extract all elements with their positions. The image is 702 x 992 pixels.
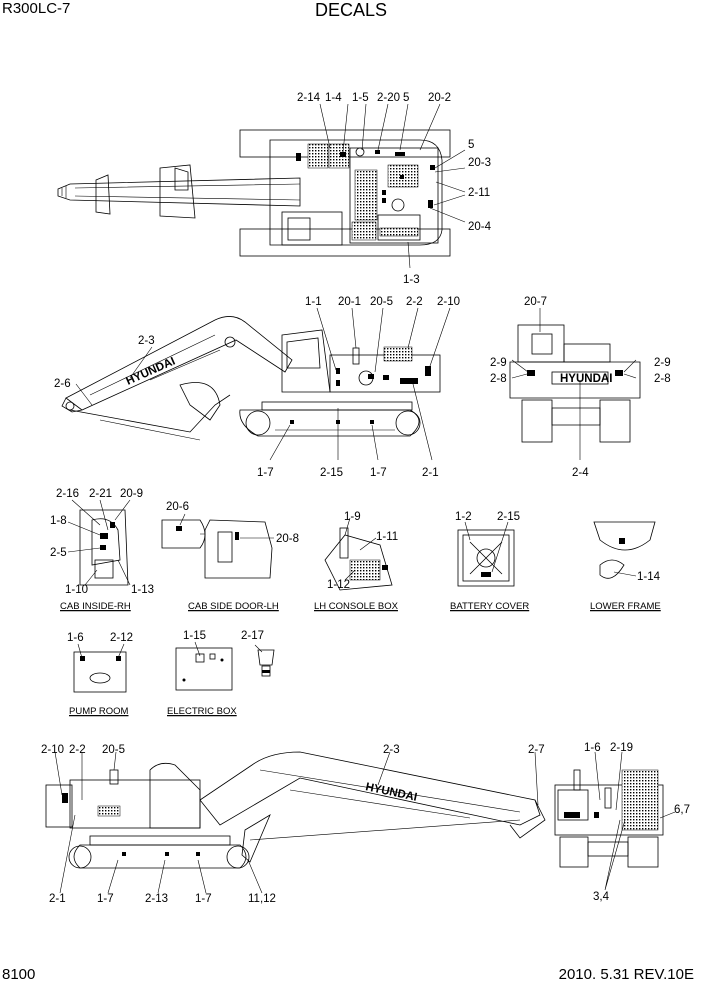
callout-top-view-3: 2-20: [377, 92, 400, 104]
callout-electric-box-0: 1-15: [183, 630, 206, 642]
callout-left-side-view-8: 2-15: [320, 467, 343, 479]
callout-top-view-7: 20-3: [468, 157, 491, 169]
callout-left-side-view-7: 1-7: [257, 467, 274, 479]
callout-front-view-3: 3,4: [593, 891, 610, 903]
callout-left-side-view-1: 20-1: [338, 296, 361, 308]
top-view: [57, 103, 466, 269]
callout-rear-view-4: 2-8: [654, 373, 671, 385]
callout-left-side-view-0: 1-1: [305, 296, 322, 308]
callout-right-side-view-2: 20-5: [102, 744, 125, 756]
lh-console-detail: [324, 517, 393, 591]
callout-right-side-view-5: 2-1: [49, 893, 66, 905]
callout-left-side-view-4: 2-10: [437, 296, 460, 308]
callout-front-view-2: 6,7: [674, 804, 690, 816]
callout-right-side-view-8: 1-7: [195, 893, 212, 905]
callout-cab-inside-rh-0: 2-16: [56, 488, 79, 500]
callout-right-side-view-6: 1-7: [97, 893, 114, 905]
callout-front-view-0: 1-6: [584, 742, 601, 754]
callout-top-view-0: 2-14: [297, 92, 321, 104]
rear-brand-text: HYUNDAI: [560, 373, 612, 385]
callout-left-side-view-3: 2-2: [406, 296, 423, 308]
callout-left-side-view-2: 20-5: [370, 296, 393, 308]
callout-rear-view-2: 2-9: [654, 357, 671, 369]
callout-cab-side-door-lh-0: 20-6: [166, 501, 189, 513]
front-view: [554, 751, 676, 891]
section-caption-cab-side-door-lh: CAB SIDE DOOR-LH: [188, 601, 279, 612]
callout-rear-view-5: 2-4: [572, 467, 589, 479]
section-caption-battery-cover: BATTERY COVER: [450, 601, 529, 612]
callout-pump-room-1: 2-12: [110, 632, 133, 644]
callout-cab-inside-rh-4: 2-5: [50, 547, 67, 559]
section-caption-lower-frame: LOWER FRAME: [590, 601, 661, 612]
cab-side-door-detail: [161, 513, 274, 579]
callout-lower-frame-0: 1-14: [637, 571, 661, 583]
right-side-view: [45, 751, 546, 894]
callout-lh-console-box-0: 1-9: [344, 511, 361, 523]
callout-rear-view-0: 20-7: [524, 296, 547, 308]
callout-left-side-view-5: 2-3: [138, 335, 155, 347]
battery-cover-detail: [457, 521, 515, 587]
callout-lh-console-box-1: 1-11: [376, 531, 398, 543]
callout-top-view-5: 20-2: [428, 92, 451, 104]
callout-cab-inside-rh-1: 2-21: [89, 488, 112, 500]
electric-box-detail: [175, 641, 275, 691]
callout-left-side-view-6: 2-6: [54, 378, 71, 390]
section-caption-electric-box: ELECTRIC BOX: [167, 706, 237, 717]
section-caption-lh-console-box: LH CONSOLE BOX: [314, 601, 399, 612]
callout-front-view-1: 2-19: [610, 742, 633, 754]
cab-inside-rh-detail: [67, 499, 131, 586]
callout-cab-inside-rh-6: 1-13: [131, 584, 154, 596]
model-code: R300LC-7: [2, 0, 71, 17]
callout-right-side-view-7: 2-13: [145, 893, 168, 905]
callout-top-view-1: 1-4: [325, 92, 342, 104]
callout-top-view-10: 1-3: [403, 274, 420, 286]
callout-left-side-view-9: 1-7: [370, 467, 387, 479]
callout-cab-inside-rh-2: 20-9: [120, 488, 143, 500]
revision-date: 2010. 5.31 REV.10E: [558, 966, 694, 983]
page-number: 8100: [2, 966, 36, 983]
callout-cab-side-door-lh-1: 20-8: [276, 533, 299, 545]
callout-electric-box-1: 2-17: [241, 630, 264, 642]
callout-battery-cover-1: 2-15: [497, 511, 520, 523]
page-title: DECALS: [314, 0, 388, 20]
callout-left-side-view-10: 2-1: [422, 467, 439, 479]
callout-top-view-2: 1-5: [352, 92, 369, 104]
callout-battery-cover-0: 1-2: [455, 511, 472, 523]
callout-top-view-4: 5: [403, 92, 409, 104]
section-captions: CAB INSIDE-RH CAB SIDE DOOR-LH LH CONSOLE …: [60, 601, 661, 717]
callout-right-side-view-4: 2-7: [528, 744, 545, 756]
callout-rear-view-1: 2-9: [490, 357, 507, 369]
section-caption-pump-room: PUMP ROOM: [69, 706, 129, 717]
callout-right-side-view-1: 2-2: [69, 744, 86, 756]
left-side-view: [61, 307, 451, 461]
callout-top-view-8: 2-11: [468, 187, 490, 199]
callout-lh-console-box-2: 1-12: [327, 579, 350, 591]
callout-top-view-9: 20-4: [468, 221, 492, 233]
boom-brand-text: HYUNDAI: [364, 781, 418, 804]
callout-top-view-6: 5: [468, 139, 474, 151]
callout-rear-view-3: 2-8: [490, 373, 507, 385]
rear-view: [509, 308, 641, 460]
callout-right-side-view-9: 11,12: [248, 893, 276, 905]
callout-right-side-view-3: 2-3: [383, 744, 400, 756]
pump-room-detail: [73, 643, 127, 693]
callout-cab-inside-rh-3: 1-8: [50, 515, 67, 527]
callout-right-side-view-0: 2-10: [41, 744, 64, 756]
callout-pump-room-0: 1-6: [67, 632, 84, 644]
section-caption-cab-inside-rh: CAB INSIDE-RH: [60, 601, 131, 612]
lower-frame-detail: [593, 521, 656, 579]
callout-cab-inside-rh-5: 1-10: [65, 584, 88, 596]
